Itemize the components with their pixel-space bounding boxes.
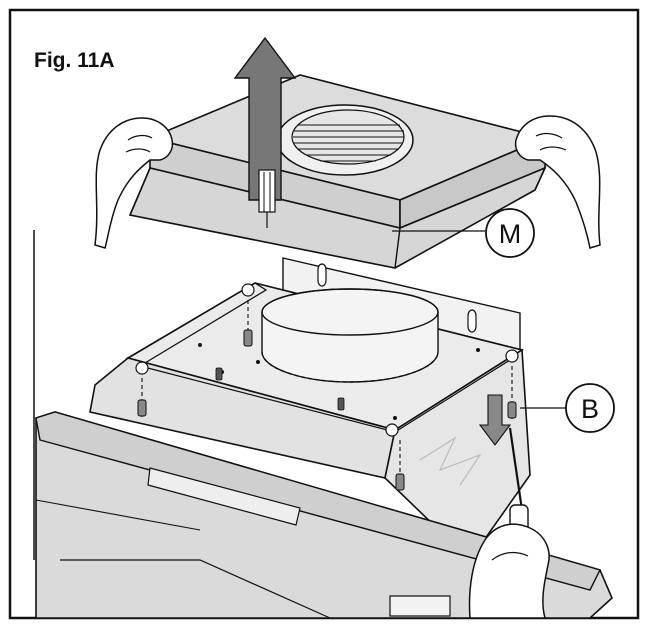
callout-m: M (392, 208, 535, 258)
figure-title: Fig. 11A (34, 49, 115, 72)
down-arrow-icon (478, 394, 512, 446)
callout-b-label: B (581, 394, 599, 424)
up-arrow-icon (233, 36, 297, 228)
right-hand (514, 115, 601, 249)
callout-b: B (520, 383, 615, 433)
right-lower-hand (468, 523, 550, 619)
vent-grille (276, 104, 414, 176)
screw-icon (137, 300, 517, 491)
front-panel (35, 411, 613, 619)
burst-lines (419, 436, 482, 486)
left-hand (94, 117, 174, 249)
duct-collar (261, 288, 439, 383)
callout-m-label: M (499, 219, 522, 249)
